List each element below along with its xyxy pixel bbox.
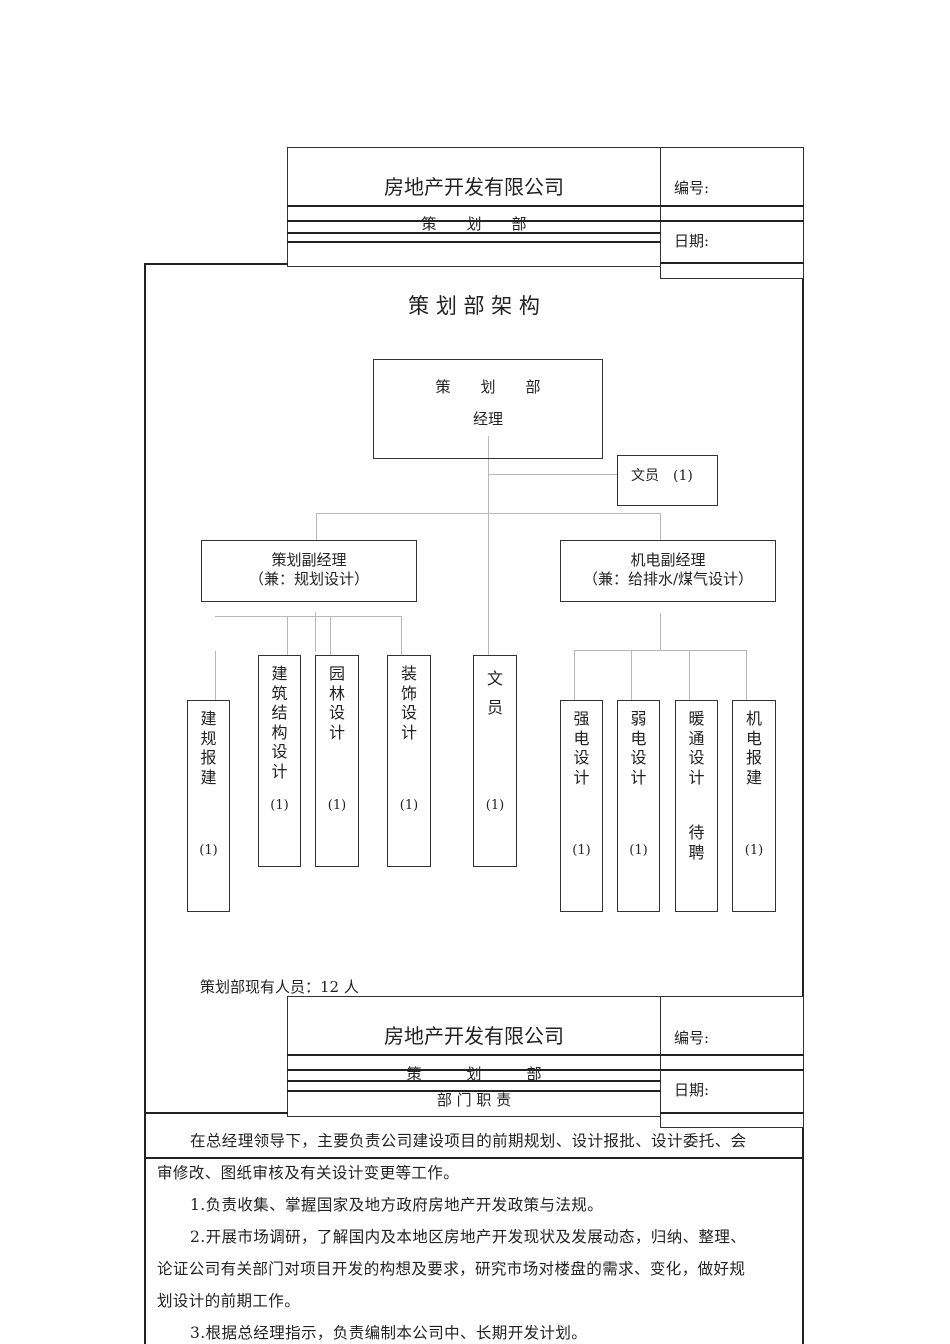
position-box-strong-current: 强电设计 (1) — [560, 700, 603, 912]
position-name: 建规报建 — [200, 709, 217, 787]
clerk-box: 文员 (1) — [617, 455, 718, 506]
number-label: 编号: — [674, 179, 710, 197]
deputy-mep-line1: 机电副经理 — [630, 551, 706, 569]
position-count: (1) — [572, 843, 591, 858]
position-count: (1) — [399, 798, 419, 813]
header1-right-frame — [660, 147, 804, 279]
position-name: 文员 — [486, 669, 503, 717]
deputy-mep-line2: （兼：给排水/煤气设计） — [582, 570, 754, 588]
date-label: 日期: — [674, 232, 710, 250]
manager-line1: 策 划 部 — [435, 378, 541, 396]
main-frame-right-border — [802, 279, 804, 1344]
company-name: 房地产开发有限公司 — [384, 175, 564, 199]
section-subtitle: 部 门 职 责 — [436, 1091, 512, 1109]
duty-paragraph: 审修改、图纸审核及有关设计变更等工作。 — [157, 1164, 460, 1182]
position-box-structural-design: 建筑结构设计 (1) — [258, 655, 301, 867]
department-name: 策 划 部 — [421, 215, 527, 233]
position-name: 机电报建 — [745, 709, 762, 787]
position-name: 园林设计 — [328, 664, 345, 742]
position-count: (1) — [327, 798, 347, 813]
position-status: 待聘 — [688, 823, 705, 862]
clerk-label: 文员 (1) — [631, 468, 693, 484]
position-name: 强电设计 — [573, 709, 590, 787]
manager-line2: 经理 — [472, 410, 503, 428]
position-name: 建筑结构设计 — [271, 664, 288, 781]
header2-left-frame — [287, 996, 661, 1117]
position-name: 暖通设计 — [688, 709, 705, 787]
staff-total: 策划部现有人员：12 人 — [200, 978, 359, 996]
deputy-planning-box: 策划副经理 （兼：规划设计） — [201, 540, 417, 602]
position-count: (1) — [270, 798, 289, 813]
position-count: (1) — [744, 843, 764, 858]
position-name: 弱电设计 — [630, 709, 647, 787]
manager-box: 策 划 部 经理 — [373, 359, 603, 459]
header1-left-frame — [287, 147, 661, 267]
duty-item-2: 2.开展市场调研，了解国内及本地区房地产开发现状及发展动态，归纳、整理、 — [190, 1228, 747, 1246]
position-box-landscape-design: 园林设计 (1) — [315, 655, 359, 867]
number-label-2: 编号: — [674, 1029, 710, 1047]
position-box-clerk: 文员 (1) — [473, 655, 517, 867]
duty-paragraph: 在总经理领导下，主要负责公司建设项目的前期规划、设计报批、设计委托、会 — [190, 1132, 747, 1150]
duty-item-3: 3.根据总经理指示，负责编制本公司中、长期开发计划。 — [190, 1324, 588, 1342]
position-count: (1) — [485, 798, 505, 813]
position-count: (1) — [199, 843, 218, 858]
position-box-mep-permit: 机电报建 (1) — [732, 700, 776, 912]
department-name-2: 策 划 部 — [406, 1065, 542, 1083]
main-frame-left-border — [144, 263, 146, 1344]
org-chart-title: 策 划 部 架 构 — [408, 294, 540, 318]
deputy-mep-box: 机电副经理 （兼：给排水/煤气设计） — [560, 540, 776, 602]
position-box-hvac: 暖通设计 待聘 — [675, 700, 718, 912]
position-name: 装饰设计 — [400, 664, 417, 742]
deputy-planning-line1: 策划副经理 — [271, 551, 347, 569]
duty-item-1: 1.负责收集、掌握国家及地方政府房地产开发政策与法规。 — [190, 1196, 604, 1214]
duty-item-2-cont: 划设计的前期工作。 — [157, 1292, 301, 1310]
deputy-planning-line2: （兼：规划设计） — [248, 570, 369, 588]
header2-right-frame — [660, 996, 804, 1128]
position-box-weak-current: 弱电设计 (1) — [617, 700, 660, 912]
date-label-2: 日期: — [674, 1081, 710, 1099]
position-box-planning-permit: 建规报建 (1) — [187, 700, 230, 912]
company-name-2: 房地产开发有限公司 — [384, 1024, 564, 1048]
duty-item-2-cont: 论证公司有关部门对项目开发的构想及要求，研究市场对楼盘的需求、变化，做好规 — [157, 1260, 746, 1278]
position-box-decoration-design: 装饰设计 (1) — [387, 655, 431, 867]
position-count: (1) — [629, 843, 648, 858]
